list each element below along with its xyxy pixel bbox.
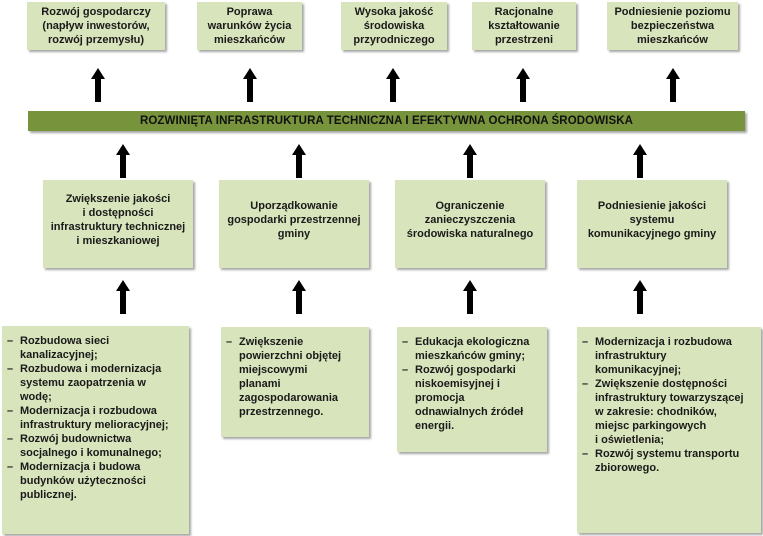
actions-list: Modernizacja i rozbudowa infrastruktury … <box>577 335 744 475</box>
arrow-up-icon <box>91 68 105 102</box>
goal-box-infrastructure: Zwiększenie jakości i dostępności infras… <box>43 180 193 268</box>
arrow-up-icon <box>243 68 257 102</box>
arrow-up-icon <box>292 144 306 178</box>
goal-text: Uporządkowanie gospodarki przestrzennej … <box>227 200 361 240</box>
list-item: Rozwój budownictwa socjalnego i komunaln… <box>2 432 169 460</box>
list-item: Rozwój gospodarki niskoemisyjnej i promo… <box>397 363 529 433</box>
main-goal-banner: ROZWINIĘTA INFRASTRUKTURA TECHNICZNA I E… <box>28 111 745 131</box>
arrow-up-icon <box>463 144 477 178</box>
list-item: Rozbudowa i modernizacja systemu zaopatr… <box>2 362 169 404</box>
outcome-box-economic: Rozwój gospodarczy (napływ inwestorów, r… <box>27 2 165 50</box>
outcome-box-safety: Podniesienie poziomu bezpieczeństwa mies… <box>607 2 738 50</box>
list-item: Zwiększenie dostępności infrastruktury t… <box>577 377 744 447</box>
actions-box-infrastructure: Rozbudowa sieci kanalizacyjnej; Rozbudow… <box>2 326 189 534</box>
arrow-up-icon <box>633 280 647 314</box>
arrow-up-icon <box>116 280 130 314</box>
list-item: Modernizacja i rozbudowa infrastruktury … <box>2 404 169 432</box>
outcome-box-spatial: Racjonalne kształtowanie przestrzeni <box>472 2 576 50</box>
outcome-box-living-conditions: Poprawa warunków życia mieszkańców <box>197 2 302 50</box>
goal-text: Ograniczenie zanieczyszczenia środowiska… <box>406 200 534 240</box>
goal-box-transport: Podniesienie jakości systemu komunikacyj… <box>577 180 727 268</box>
arrow-up-icon <box>463 280 477 314</box>
actions-list: Edukacja ekologiczna mieszkańców gminy; … <box>397 335 529 433</box>
list-item: Modernizacja i rozbudowa infrastruktury … <box>577 335 744 377</box>
goal-box-pollution: Ograniczenie zanieczyszczenia środowiska… <box>395 180 545 268</box>
actions-box-spatial-planning: Zwiększenie powierzchni objętej miejscow… <box>221 327 369 437</box>
list-item: Edukacja ekologiczna mieszkańców gminy; <box>397 335 529 363</box>
goal-text: Podniesienie jakości systemu komunikacyj… <box>587 200 717 240</box>
list-item: Zwiększenie powierzchni objętej miejscow… <box>221 335 341 419</box>
goal-text: Zwiększenie jakości i dostępności infras… <box>50 193 186 247</box>
actions-list: Zwiększenie powierzchni objętej miejscow… <box>221 335 341 419</box>
arrow-up-icon <box>116 144 130 178</box>
arrow-up-icon <box>386 68 400 102</box>
list-item: Rozbudowa sieci kanalizacyjnej; <box>2 334 169 362</box>
arrow-up-icon <box>666 68 680 102</box>
list-item: Modernizacja i budowa budynków użyteczno… <box>2 460 169 502</box>
arrow-up-icon <box>516 68 530 102</box>
goal-box-spatial-planning: Uporządkowanie gospodarki przestrzennej … <box>219 180 369 268</box>
outcome-text: Wysoka jakość środowiska przyrodniczego <box>353 6 435 46</box>
list-item: Rozwój systemu transportu zbiorowego. <box>577 447 744 475</box>
actions-box-transport: Modernizacja i rozbudowa infrastruktury … <box>577 327 761 533</box>
arrow-up-icon <box>633 144 647 178</box>
outcome-text: Rozwój gospodarczy (napływ inwestorów, r… <box>41 6 151 46</box>
outcome-box-environment: Wysoka jakość środowiska przyrodniczego <box>341 2 447 50</box>
outcome-text: Poprawa warunków życia mieszkańców <box>207 6 292 46</box>
arrow-up-icon <box>292 280 306 314</box>
outcome-text: Racjonalne kształtowanie przestrzeni <box>488 6 560 46</box>
outcome-text: Podniesienie poziomu bezpieczeństwa mies… <box>614 6 731 46</box>
actions-box-pollution: Edukacja ekologiczna mieszkańców gminy; … <box>397 327 547 452</box>
banner-text: ROZWINIĘTA INFRASTRUKTURA TECHNICZNA I E… <box>139 115 634 127</box>
actions-list: Rozbudowa sieci kanalizacyjnej; Rozbudow… <box>2 334 169 502</box>
